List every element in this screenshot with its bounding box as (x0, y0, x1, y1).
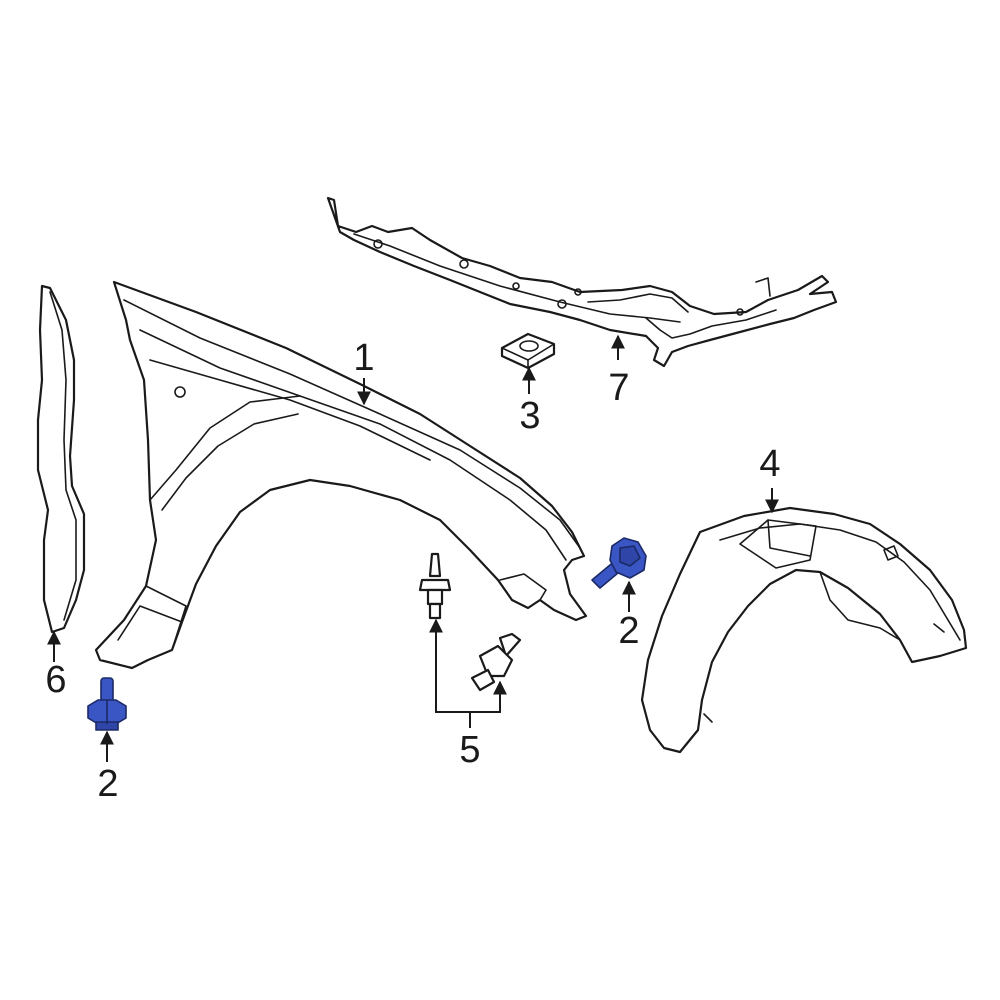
bolt-left (87, 677, 127, 731)
splash-shield (36, 284, 86, 634)
front-fender (94, 280, 588, 670)
leader-clips-b (470, 680, 507, 713)
callout-bolt-left: 2 (97, 763, 118, 805)
leader-lines (47, 334, 779, 762)
callout-liner: 4 (759, 443, 780, 485)
callout-fender: 1 (353, 337, 374, 379)
callout-labels: 1 3 7 4 6 2 2 5 (45, 337, 780, 805)
clip-b (470, 632, 522, 692)
leader-clips (429, 618, 470, 713)
callout-nut: 3 (519, 395, 540, 437)
bolt-right (591, 537, 647, 589)
callout-support: 7 (608, 367, 629, 409)
clip-a (418, 552, 452, 620)
fender-liner (640, 506, 968, 754)
callout-clips: 5 (459, 729, 480, 771)
callout-shield: 6 (45, 659, 66, 701)
fender-support-rail (326, 196, 838, 368)
callout-bolt-right: 2 (618, 610, 639, 652)
square-nut (500, 332, 556, 370)
